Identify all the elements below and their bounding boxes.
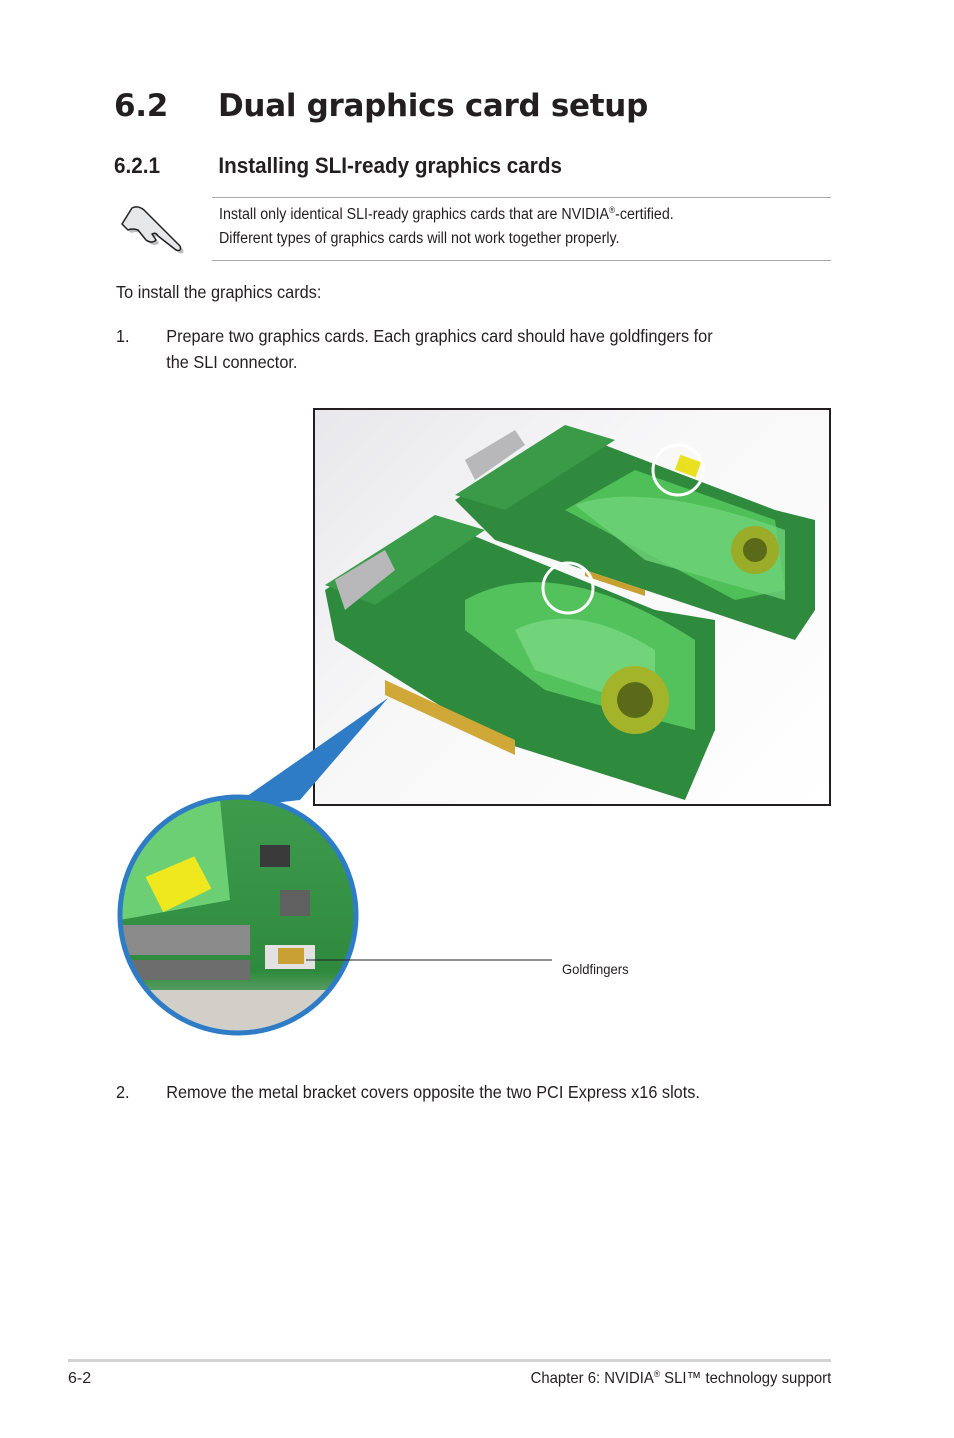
note-line-2: Different types of graphics cards will n…	[219, 230, 620, 247]
front-card-illustration	[325, 515, 715, 800]
back-card-illustration	[455, 425, 815, 640]
step-2-number: 2.	[116, 1082, 130, 1102]
callout-magnifier	[110, 690, 570, 1040]
subsection-heading: 6.2.1 Installing SLI-ready graphics cards	[114, 153, 562, 179]
sli-highlight-circle-front	[541, 561, 595, 615]
subsection-number: 6.2.1	[114, 153, 161, 178]
footer-rule	[68, 1359, 831, 1362]
intro-text: To install the graphics cards:	[116, 282, 322, 302]
graphics-cards-photo	[313, 408, 831, 806]
note-bottom-rule	[212, 260, 831, 261]
page-number: 6-2	[68, 1370, 92, 1387]
chapter-title: Chapter 6: NVIDIA® SLI™ technology suppo…	[530, 1369, 831, 1388]
note-text: Install only identical SLI-ready graphic…	[219, 203, 674, 251]
section-title: Dual graphics card setup	[218, 88, 648, 124]
section-heading: 6.2 Dual graphics card setup	[114, 88, 648, 124]
subsection-title: Installing SLI-ready graphics cards	[218, 153, 562, 178]
step-1: 1. Prepare two graphics cards. Each graph…	[116, 323, 713, 375]
goldfingers-label: Goldfingers	[562, 961, 629, 977]
section-number: 6.2	[114, 88, 169, 124]
note-line-1: Install only identical SLI-ready graphic…	[219, 205, 674, 224]
step-2-line-1: Remove the metal bracket covers opposite…	[166, 1082, 700, 1102]
step-1-line-1: Prepare two graphics cards. Each graphic…	[166, 326, 713, 346]
step-2: 2. Remove the metal bracket covers opposi…	[116, 1079, 700, 1105]
pointing-hand-icon	[112, 200, 188, 256]
step-1-line-2: the SLI connector.	[166, 352, 298, 372]
sli-highlight-circle-back	[651, 443, 705, 497]
step-1-number: 1.	[116, 326, 130, 346]
note-top-rule	[212, 197, 831, 198]
